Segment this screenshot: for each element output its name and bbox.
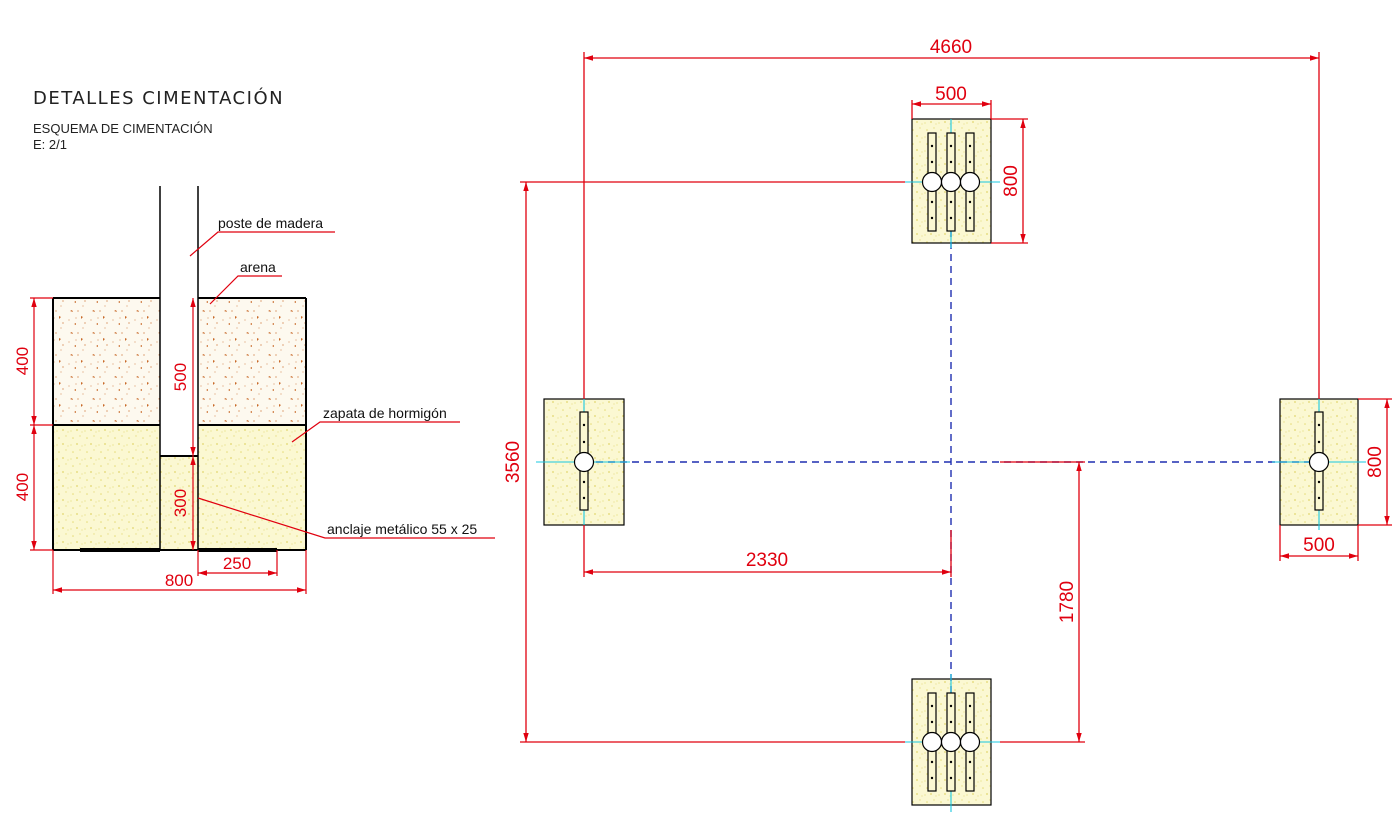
label-post: poste de madera	[218, 215, 323, 231]
scheme-title: ESQUEMA DE CIMENTACIÓN	[33, 121, 213, 136]
section-detail: poste de madera arena zapata de hormigón…	[13, 186, 495, 594]
leader-footing	[291, 421, 460, 443]
concrete-fill-left	[53, 425, 160, 550]
dim-anchor-plate: 250	[223, 554, 251, 573]
concrete-fill-right	[198, 425, 306, 550]
post-left	[573, 411, 595, 511]
post-group-bottom	[921, 692, 981, 792]
plan-view: 4660 3560 500 800 800 500 2330 1780	[503, 37, 1392, 812]
post-group-top	[921, 132, 981, 232]
dim-half-height: 1780	[1057, 581, 1078, 623]
dim-half-width: 2330	[746, 550, 788, 571]
dim-concrete-height: 400	[13, 473, 32, 501]
dim-overall-width: 4660	[930, 37, 972, 58]
label-footing: zapata de hormigón	[323, 405, 447, 421]
scale-label: E: 2/1	[33, 137, 67, 152]
leader-anchor	[197, 497, 495, 539]
label-sand: arena	[240, 259, 276, 275]
dim-overall-height: 3560	[503, 441, 524, 483]
sand-fill-left	[53, 298, 160, 425]
dim-post-embed: 500	[171, 363, 190, 391]
post-right	[1308, 411, 1330, 511]
leader-sand	[209, 275, 282, 305]
dim-right-footing-width: 500	[1303, 535, 1335, 556]
label-anchor: anclaje metálico 55 x 25	[327, 521, 477, 537]
leader-post	[189, 231, 335, 257]
dim-top-footing-height: 800	[1001, 165, 1022, 197]
drawing-title: DETALLES CIMENTACIÓN	[33, 87, 284, 109]
dim-sand-height: 400	[13, 347, 32, 375]
dim-total-width: 800	[165, 571, 193, 590]
sand-fill-right	[198, 298, 306, 425]
dim-anchor-height: 300	[171, 489, 190, 517]
dim-top-footing-width: 500	[935, 84, 967, 105]
dim-right-footing-height: 800	[1365, 446, 1386, 478]
